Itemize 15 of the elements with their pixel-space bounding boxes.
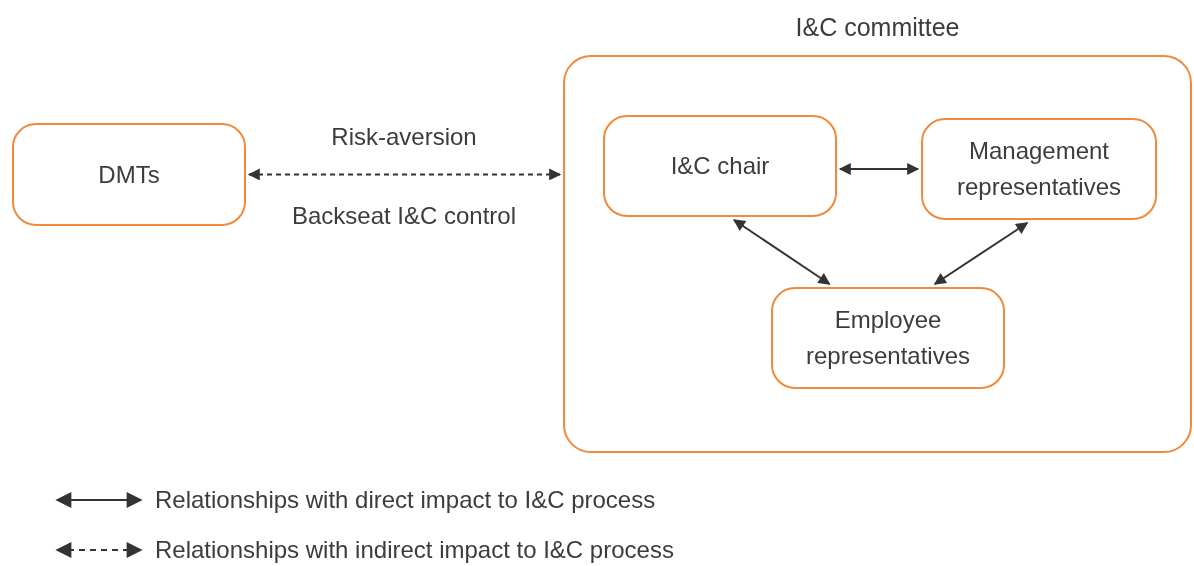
group-heading: I&C committee <box>794 12 961 43</box>
rounded-box <box>771 287 1005 389</box>
node-label: I&C chair <box>670 151 770 181</box>
legend-text: Relationships with direct impact to I&C process <box>155 485 656 515</box>
double-arrow <box>733 219 831 285</box>
node-label: Employee representatives <box>804 305 972 371</box>
rounded-box <box>12 123 246 226</box>
dashed-arrow <box>247 168 562 181</box>
double-arrow <box>838 163 920 176</box>
node-label: DMTs <box>98 159 160 190</box>
rounded-box <box>603 115 837 217</box>
node-label: Management representatives <box>955 136 1123 202</box>
double-arrow <box>933 222 1029 285</box>
legend-text: Relationships with indirect impact to I&C process <box>155 535 674 565</box>
rounded-box <box>921 118 1157 220</box>
